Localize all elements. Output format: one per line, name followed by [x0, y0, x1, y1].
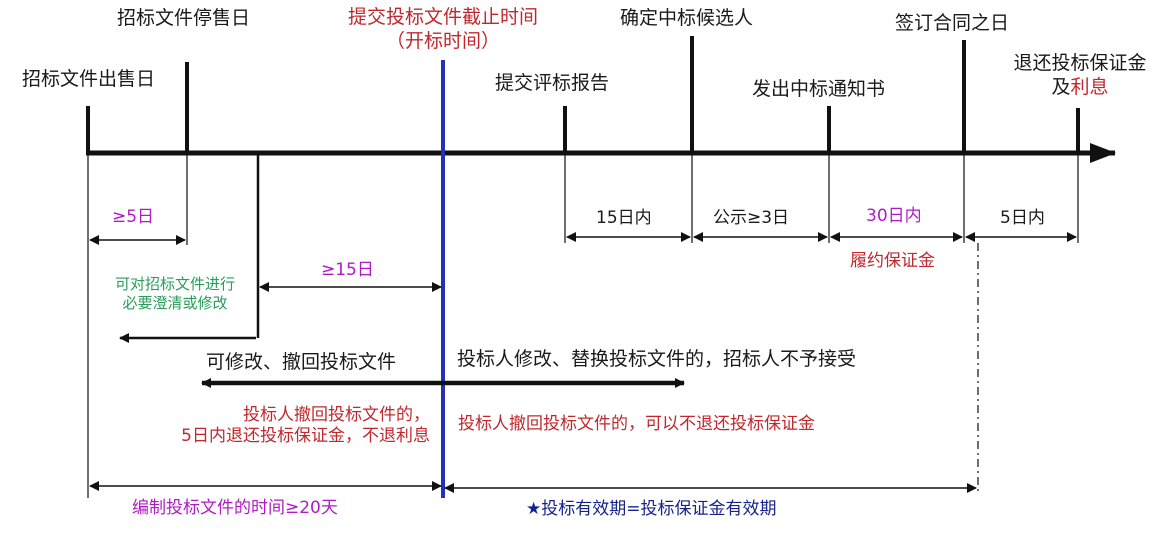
label-notice: 发出中标通知书	[752, 78, 886, 100]
label-refund: 退还投标保证金 及利息	[995, 52, 1165, 100]
label-refund-interest: 利息	[1070, 75, 1109, 98]
label-clarify: 可对招标文件进行 必要澄清或修改	[100, 275, 250, 313]
label-can-modify: 可修改、撤回投标文件	[206, 351, 397, 373]
label-validity: ★投标有效期=投标保证金有效期	[526, 499, 777, 519]
label-no-accept: 投标人修改、替换投标文件的，招标人不予接受	[457, 348, 857, 370]
label-sale-start: 招标文件出售日	[22, 68, 156, 90]
label-sign-within: 30日内	[866, 206, 922, 226]
label-withdraw-after: 投标人撤回投标文件的，可以不退还投标保证金	[458, 414, 815, 434]
label-refund-line2: 及利息	[995, 76, 1165, 100]
label-withdraw-before-line1: 投标人撤回投标文件的，	[243, 405, 430, 425]
label-candidate: 确定中标候选人	[620, 7, 754, 29]
label-clarify-min: ≥15日	[321, 260, 374, 280]
label-sale-stop: 招标文件停售日	[117, 7, 251, 29]
label-contract: 签订合同之日	[895, 12, 1010, 34]
label-refund-and: 及	[1051, 75, 1071, 98]
label-perf-bond: 履约保证金	[850, 251, 935, 271]
label-eval-within: 15日内	[596, 208, 652, 228]
label-deadline-line2: （开标时间）	[385, 29, 500, 52]
label-refund-within: 5日内	[1000, 208, 1045, 228]
label-prep-time: 编制投标文件的时间≥20天	[132, 498, 338, 518]
label-withdraw-before: 投标人撤回投标文件的， 5日内退还投标保证金，不退利息	[100, 405, 430, 448]
label-sale-min: ≥5日	[112, 207, 155, 227]
label-withdraw-before-line2: 5日内退还投标保证金，不退利息	[181, 426, 430, 447]
label-refund-line1: 退还投标保证金	[1013, 52, 1147, 74]
label-eval-report: 提交评标报告	[495, 72, 610, 94]
label-clarify-line1: 可对招标文件进行	[114, 275, 235, 293]
label-clarify-line2: 必要澄清或修改	[122, 293, 228, 312]
label-publicity: 公示≥3日	[713, 208, 790, 228]
label-deadline-line1: 提交投标文件截止时间	[347, 6, 538, 28]
label-deadline: 提交投标文件截止时间 （开标时间）	[318, 6, 568, 54]
